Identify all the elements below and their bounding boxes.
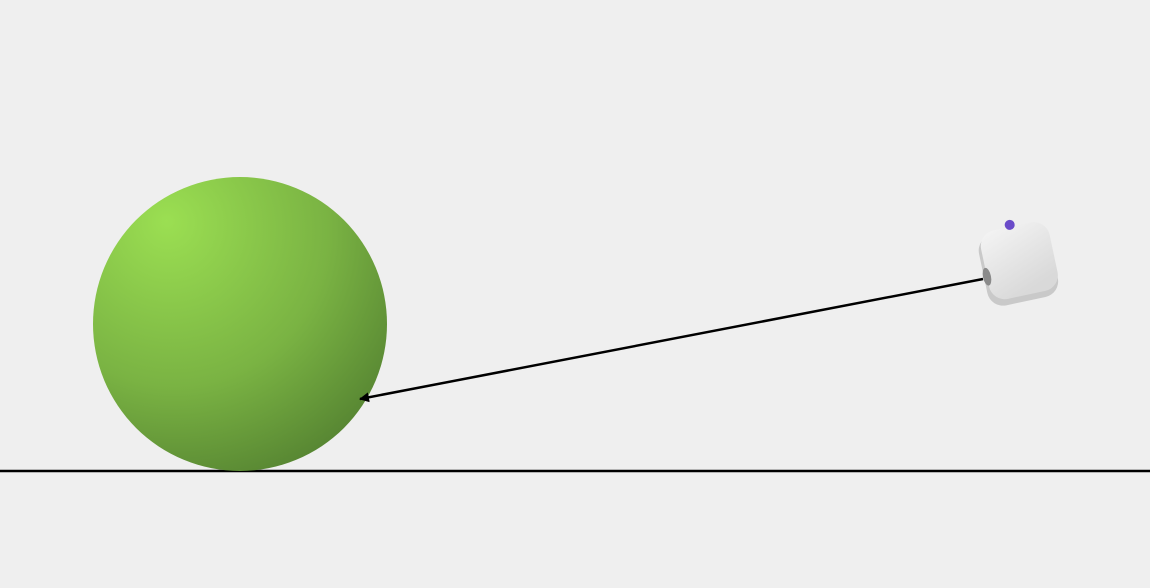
cube-top-knob [1004, 219, 1015, 230]
direction-arrow [359, 277, 984, 403]
cube-front-face [980, 222, 1058, 300]
cube-object [978, 219, 1059, 306]
cube-side-port [982, 267, 992, 286]
green-sphere [93, 177, 387, 471]
